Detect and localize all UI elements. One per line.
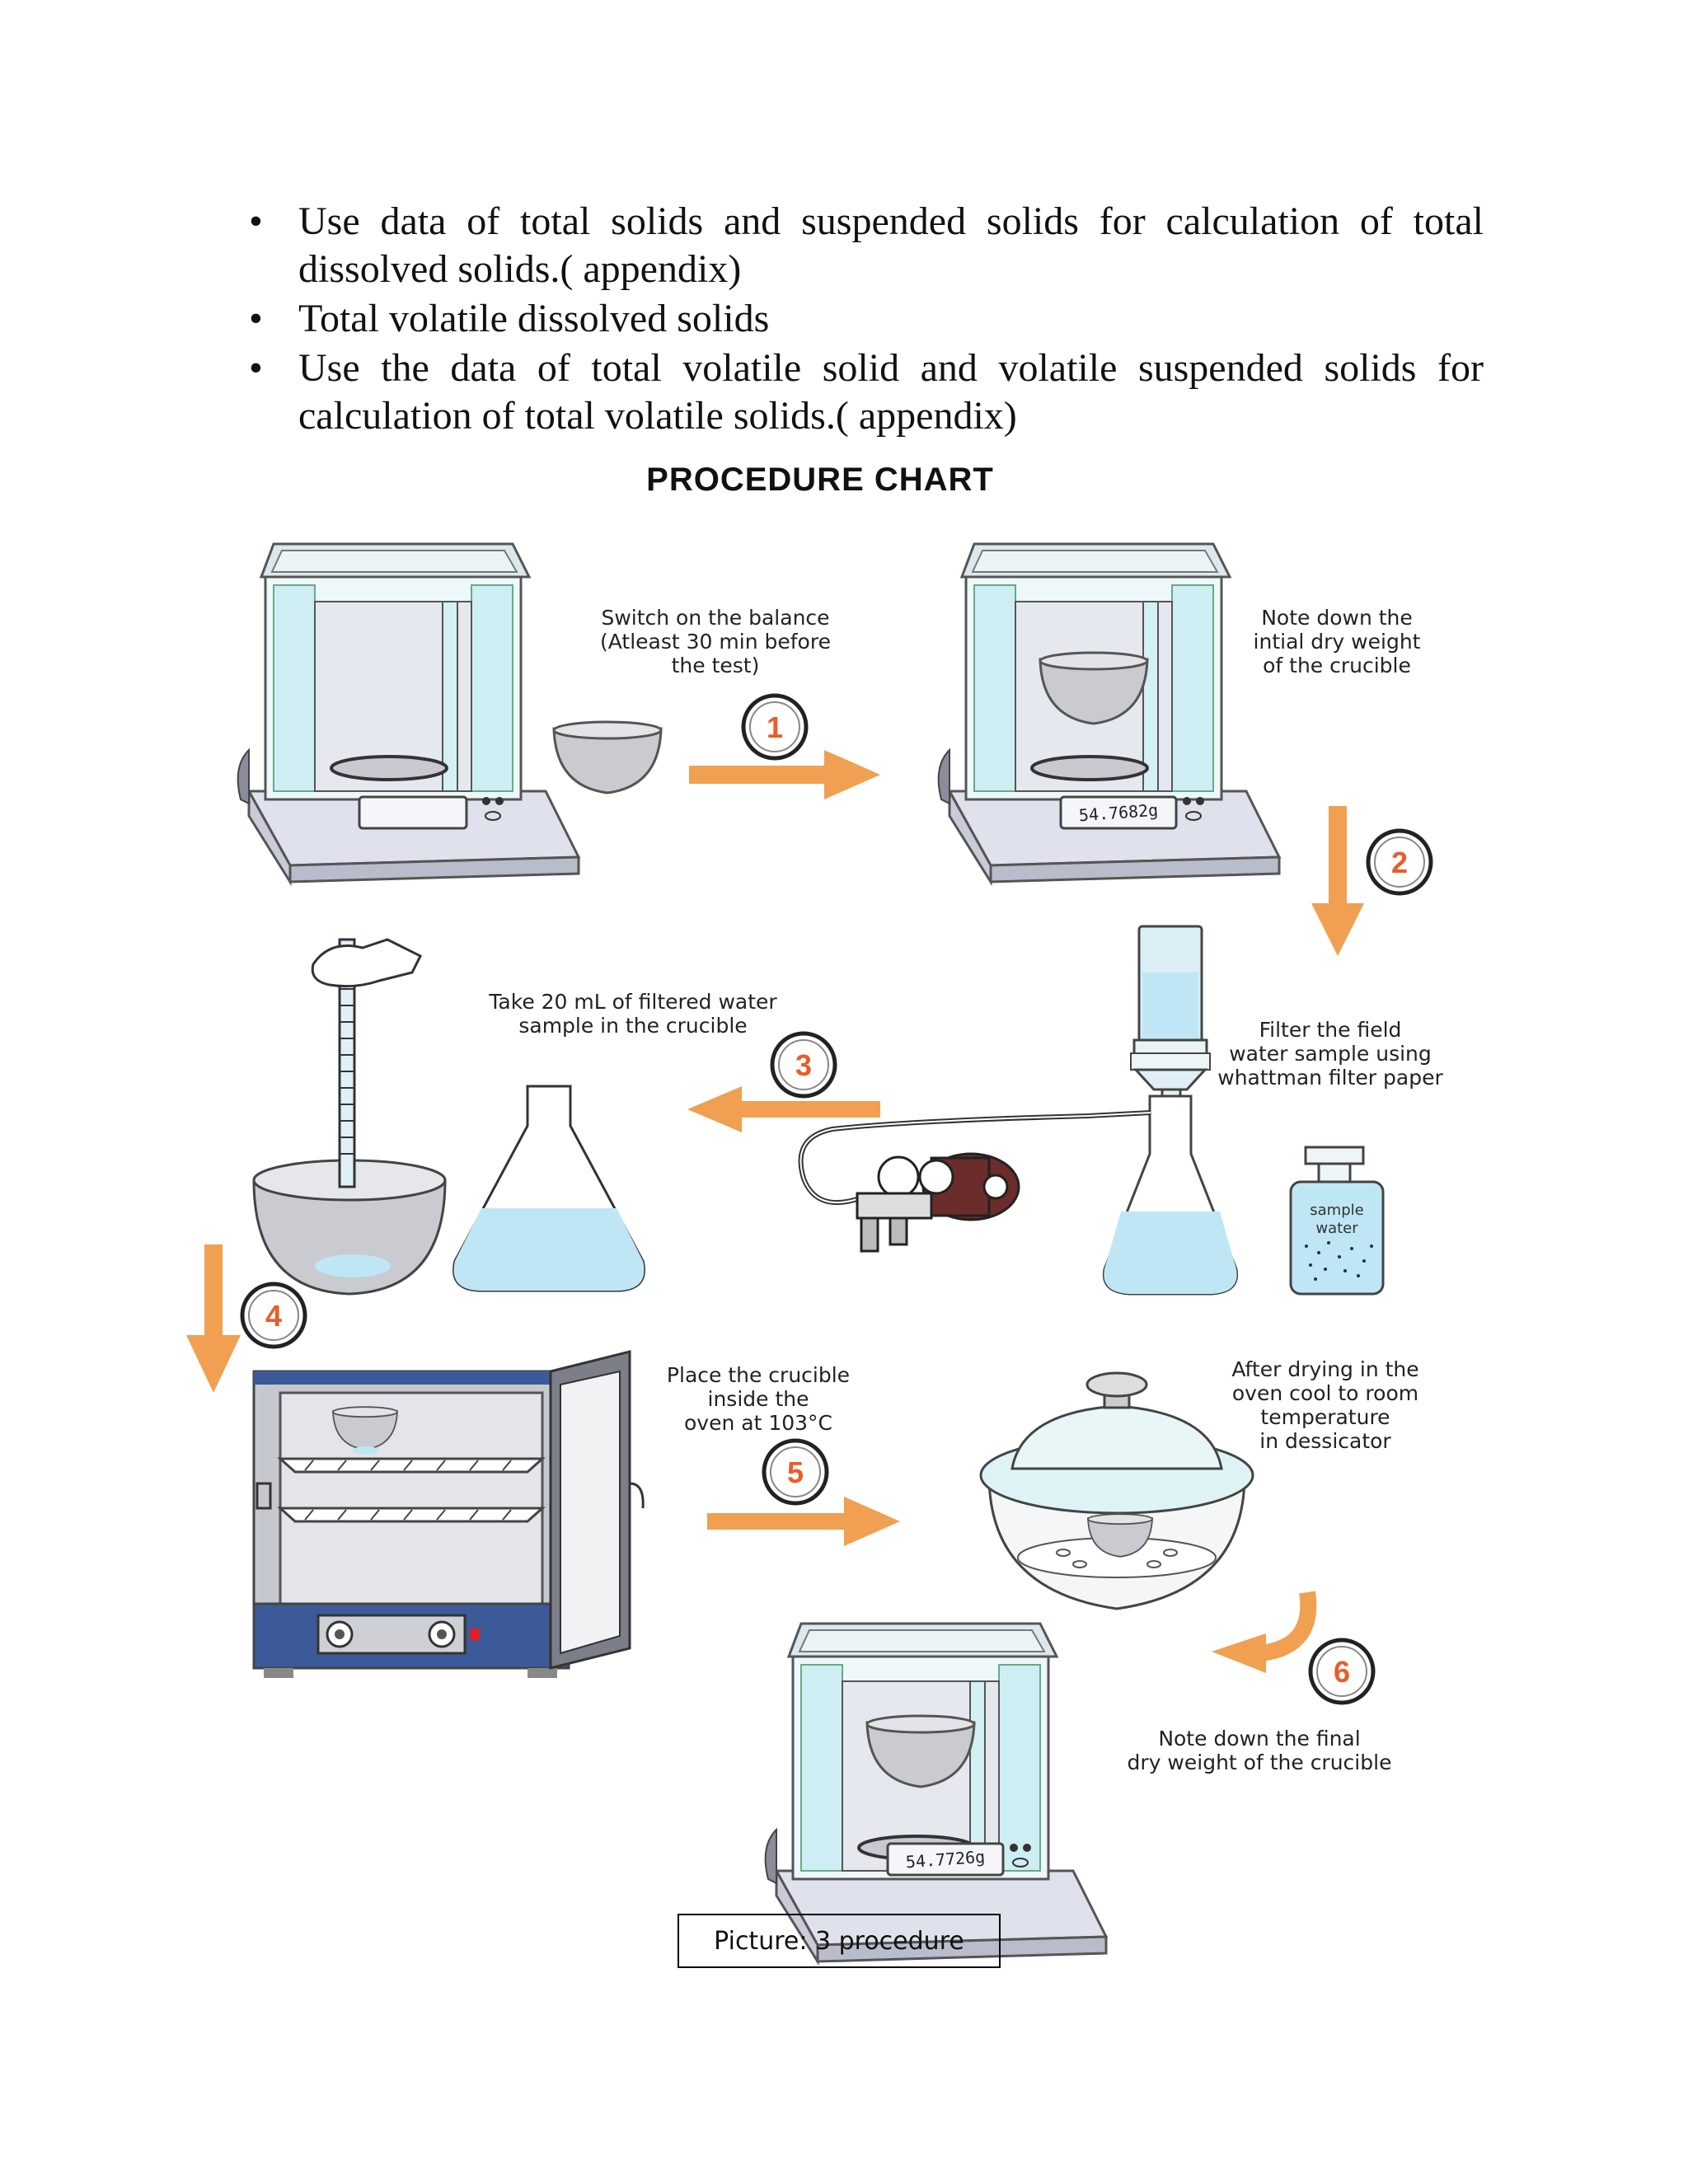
bullet-dot-icon: • xyxy=(249,199,263,243)
sample-bottle-illustration: sample water xyxy=(1289,1146,1385,1296)
step-6-label: After drying in the oven cool to room te… xyxy=(1231,1357,1418,1453)
bottle-label-line: water xyxy=(1315,1220,1358,1237)
step-5-line: Place the crucible xyxy=(667,1363,850,1387)
figure-caption: Picture: 3 procedure xyxy=(678,1914,1001,1968)
crucible-icon xyxy=(552,720,663,794)
chart-title: PROCEDURE CHART xyxy=(646,462,994,498)
step-1-number: 1 xyxy=(767,710,783,744)
balance-empty-illustration xyxy=(236,542,580,883)
filter-line: Filter the field xyxy=(1259,1018,1402,1042)
desiccator-illustration xyxy=(979,1371,1254,1610)
step-6-line: in dessicator xyxy=(1259,1429,1391,1453)
step-2-line: of the crucible xyxy=(1263,654,1411,677)
step-2-label: Note down the intial dry weight of the c… xyxy=(1254,606,1421,677)
step-2-badge: 2 xyxy=(1366,828,1433,896)
arrow-right-icon xyxy=(689,750,880,799)
step-5-line: oven at 103°C xyxy=(684,1411,832,1435)
bullet-item: • Total volatile dissolved solids xyxy=(247,295,1484,343)
balance-final-illustration: 54.7726g xyxy=(763,1622,1108,1963)
step-5-badge: 5 xyxy=(762,1438,829,1506)
bullet-dot-icon: • xyxy=(249,346,263,390)
step-3-number: 3 xyxy=(795,1048,812,1082)
step-1-label: Switch on the balance (Atleast 30 min be… xyxy=(600,606,831,677)
step-4-number: 4 xyxy=(265,1299,282,1333)
step-1-badge: 1 xyxy=(741,693,809,761)
step-3-label: Take 20 mL of filtered water sample in t… xyxy=(488,990,777,1038)
bullet-list: • Use data of total solids and suspended … xyxy=(247,198,1484,442)
filter-line: water sample using xyxy=(1229,1042,1432,1066)
filter-line: whattman filter paper xyxy=(1217,1066,1443,1090)
arrow-down-icon xyxy=(186,1244,241,1393)
final-label: Note down the final dry weight of the cr… xyxy=(1128,1727,1392,1774)
final-line: Note down the final xyxy=(1158,1727,1360,1750)
step-2-line: Note down the xyxy=(1261,606,1413,630)
step-3-line: Take 20 mL of filtered water xyxy=(488,990,777,1014)
bullet-text: Use data of total solids and suspended s… xyxy=(298,199,1484,291)
step-2-number: 2 xyxy=(1391,846,1408,879)
bullet-dot-icon: • xyxy=(249,297,263,340)
final-line: dry weight of the crucible xyxy=(1128,1750,1392,1774)
step-1-line: (Atleast 30 min before xyxy=(600,630,831,654)
step-2-line: intial dry weight xyxy=(1254,630,1421,654)
pipette-crucible-illustration xyxy=(252,938,447,1296)
bullet-item: • Use the data of total volatile solid an… xyxy=(247,344,1484,440)
sediment-dots-icon xyxy=(1305,1241,1373,1281)
oven-illustration xyxy=(252,1350,645,1678)
arrow-down-icon xyxy=(1311,806,1364,956)
step-6-number: 6 xyxy=(1334,1655,1350,1689)
conical-flask-illustration xyxy=(452,1085,645,1292)
step-4-badge: 4 xyxy=(240,1282,307,1349)
bullet-text: Total volatile dissolved solids xyxy=(298,297,770,340)
arrow-right-icon xyxy=(707,1497,900,1546)
step-6-line: After drying in the xyxy=(1231,1357,1418,1381)
step-1-line: Switch on the balance xyxy=(601,606,829,630)
bottle-label-line: sample xyxy=(1310,1202,1363,1219)
filtration-apparatus-illustration xyxy=(798,925,1239,1296)
curved-arrow-icon xyxy=(1212,1591,1317,1673)
step-1-line: the test) xyxy=(672,654,760,677)
step-5-label: Place the crucible inside the oven at 10… xyxy=(667,1363,850,1435)
step-3-line: sample in the crucible xyxy=(518,1014,747,1038)
arrow-left-icon xyxy=(687,1086,880,1132)
step-3-badge: 3 xyxy=(770,1031,837,1099)
step-6-badge: 6 xyxy=(1308,1638,1376,1705)
step-5-line: inside the xyxy=(708,1387,809,1411)
step-6-line: oven cool to room xyxy=(1232,1381,1418,1405)
step-5-number: 5 xyxy=(787,1455,804,1489)
bullet-text: Use the data of total volatile solid and… xyxy=(298,346,1484,438)
balance-with-crucible-illustration: 54.7682g xyxy=(936,542,1281,883)
filter-label: Filter the field water sample using what… xyxy=(1217,1018,1443,1090)
bullet-item: • Use data of total solids and suspended … xyxy=(247,198,1484,293)
step-6-line: temperature xyxy=(1260,1405,1390,1429)
